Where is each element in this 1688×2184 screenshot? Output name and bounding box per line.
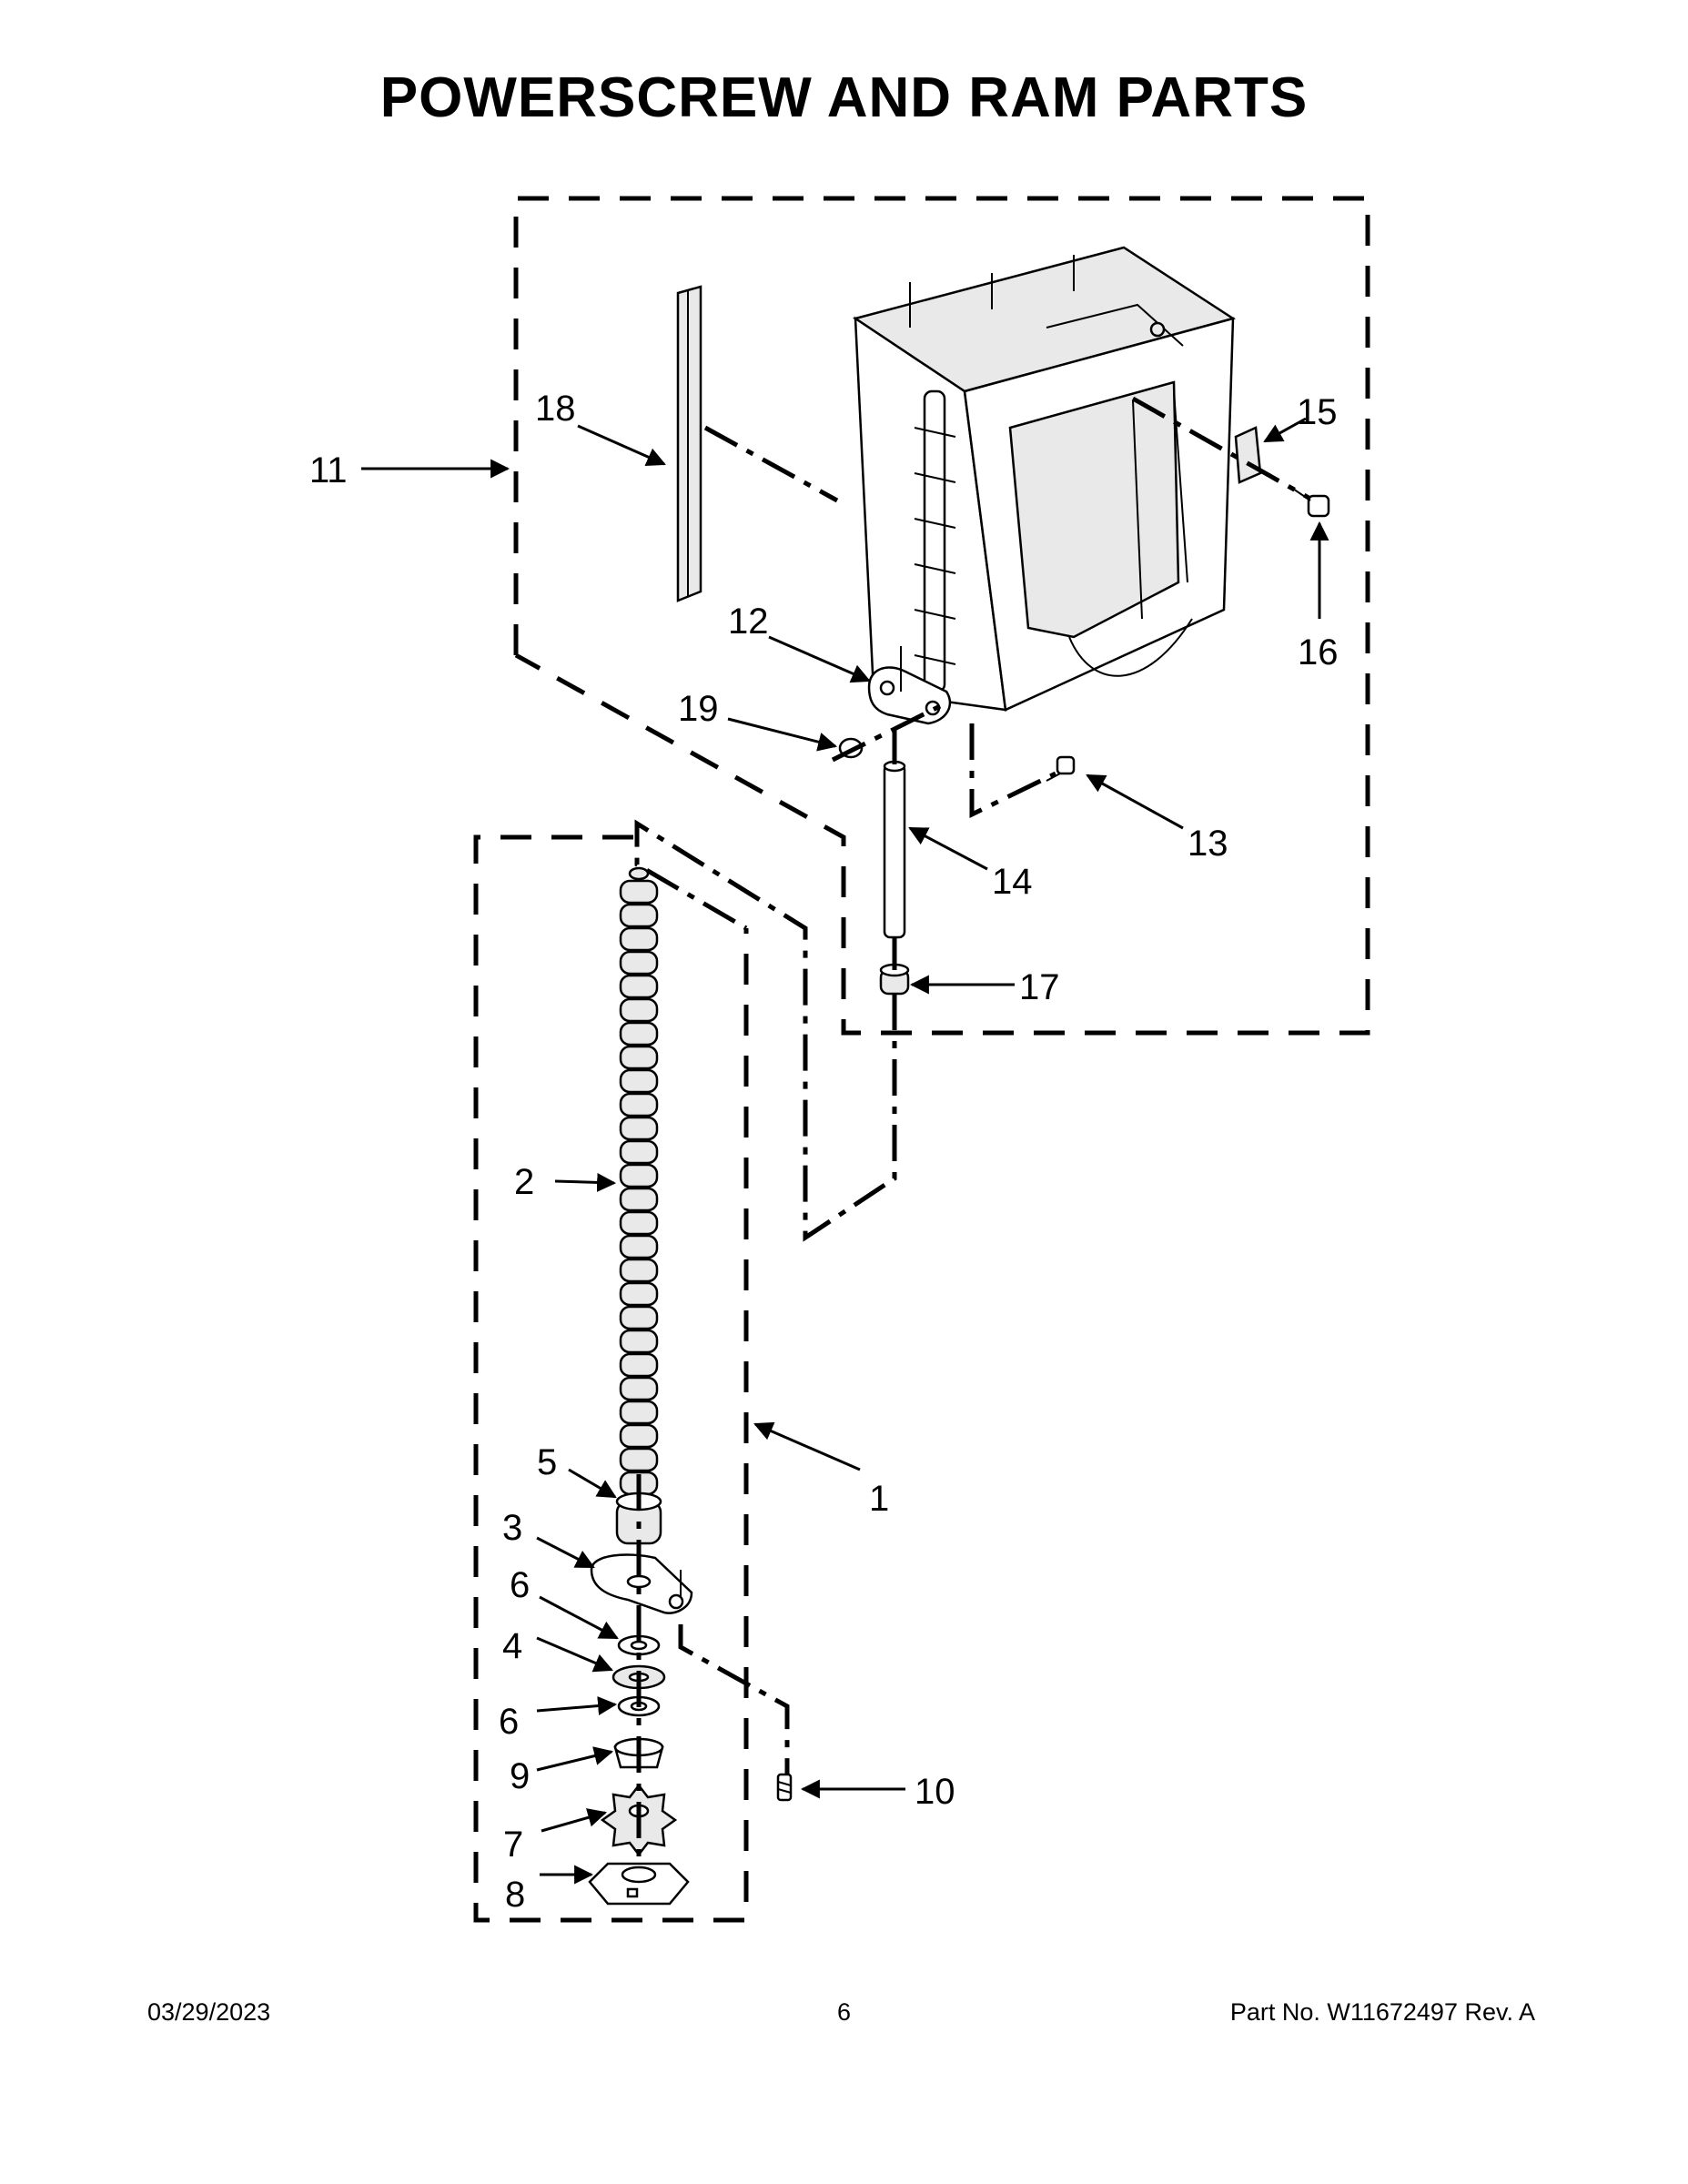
part-14-rod [883, 760, 906, 939]
part-18-strip [676, 285, 702, 602]
powerscrew-thread [619, 997, 659, 1023]
footer-page-number: 6 [836, 1998, 852, 2026]
footer-part-number: Part No. W11672497 Rev. A [1229, 1998, 1535, 2026]
powerscrew-thread [619, 903, 659, 928]
powerscrew-thread [619, 1234, 659, 1259]
callout-7: 7 [503, 1825, 523, 1865]
callout-14: 14 [992, 862, 1033, 902]
powerscrew-thread [619, 1258, 659, 1283]
callout-13: 13 [1188, 824, 1228, 864]
callout-12: 12 [728, 602, 769, 642]
leader-lines [361, 417, 1329, 1885]
powerscrew-thread [619, 926, 659, 952]
part-8-hex-nut [588, 1862, 690, 1906]
part-10-screw [776, 1773, 793, 1802]
callout-4: 4 [502, 1626, 522, 1666]
powerscrew-thread [619, 1045, 659, 1070]
callout-6-upper: 6 [510, 1565, 530, 1605]
part-15-bracket [1234, 426, 1262, 484]
powerscrew-thread [619, 879, 659, 905]
page-title: POWERSCREW AND RAM PARTS [379, 66, 1309, 129]
powerscrew-thread [619, 1210, 659, 1236]
callout-8: 8 [505, 1875, 525, 1915]
callout-6-lower: 6 [499, 1702, 519, 1742]
ram-assembly-boundary [513, 196, 1370, 1036]
callout-19: 19 [678, 689, 719, 729]
part-3-plate [590, 1553, 693, 1614]
powerscrew-thread [619, 1329, 659, 1354]
callout-5: 5 [537, 1442, 557, 1482]
part-18-centerline [703, 425, 839, 503]
part-2-powerscrew [619, 866, 659, 1496]
callout-15: 15 [1297, 392, 1338, 432]
powerscrew-thread [619, 1163, 659, 1188]
callout-17: 17 [1019, 967, 1060, 1007]
powerscrew-thread [619, 1092, 659, 1117]
callout-labels: 11 18 12 19 13 14 17 15 16 2 1 5 3 6 4 6… [309, 389, 1339, 1915]
part-19-centerline [831, 698, 953, 763]
powerscrew-thread [619, 1021, 659, 1046]
powerscrew-tip [628, 866, 650, 881]
powerscrew-thread [619, 1423, 659, 1449]
part-13-centerline [969, 723, 1057, 819]
callout-1: 1 [869, 1479, 889, 1519]
part-16-screw [1289, 486, 1330, 518]
powerscrew-thread [619, 1447, 659, 1472]
footer-date: 03/29/2023 [147, 1998, 271, 2026]
connector-centerline [634, 819, 897, 1242]
powerscrew-thread [619, 950, 659, 976]
callout-18: 18 [535, 389, 576, 429]
powerscrew-thread [619, 1068, 659, 1094]
powerscrew-thread [619, 1305, 659, 1330]
powerscrew-thread [619, 1352, 659, 1378]
callout-9: 9 [510, 1756, 530, 1796]
powerscrew-thread [619, 974, 659, 999]
callout-16: 16 [1298, 632, 1339, 672]
powerscrew-thread [619, 1139, 659, 1165]
ram-housing-drawing [852, 246, 1237, 712]
powerscrew-thread [619, 1281, 659, 1307]
powerscrew-thread [619, 1116, 659, 1141]
callout-3: 3 [502, 1508, 522, 1548]
part-15-16-centerline [1131, 396, 1312, 501]
callout-2: 2 [514, 1162, 534, 1202]
powerscrew-thread [619, 1400, 659, 1425]
powerscrew-assembly-boundary [473, 834, 749, 1923]
powerscrew-thread [619, 1376, 659, 1401]
callout-11: 11 [309, 450, 348, 490]
powerscrew-thread [619, 1187, 659, 1212]
part-10-centerline [678, 1624, 790, 1774]
callout-10: 10 [915, 1772, 955, 1812]
part-13-screw [1046, 755, 1076, 782]
